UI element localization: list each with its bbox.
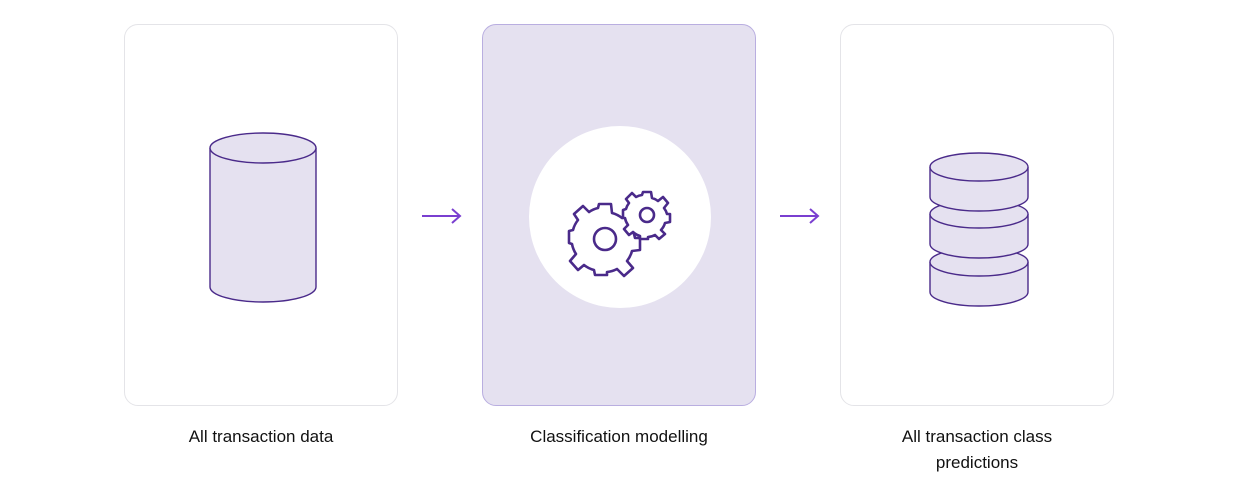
caption-transaction-class-predictions: All transaction class predictions (840, 424, 1114, 476)
arrow-right-icon (780, 208, 820, 224)
caption-text: Classification modelling (530, 427, 708, 446)
card-transaction-class-predictions (840, 24, 1114, 406)
caption-classification-modelling: Classification modelling (482, 424, 756, 450)
card-all-transaction-data (124, 24, 398, 406)
caption-text-line-1: All transaction class (901, 427, 1053, 446)
caption-text: All transaction data (188, 427, 334, 446)
database-cylinder-icon (209, 132, 317, 303)
gears-icon (567, 190, 672, 278)
arrow-right-icon (422, 208, 462, 224)
stacked-database-icon (929, 152, 1029, 307)
caption-text-line-2: predictions (935, 453, 1019, 472)
caption-all-transaction-data: All transaction data (124, 424, 398, 450)
card-classification-modelling (482, 24, 756, 406)
